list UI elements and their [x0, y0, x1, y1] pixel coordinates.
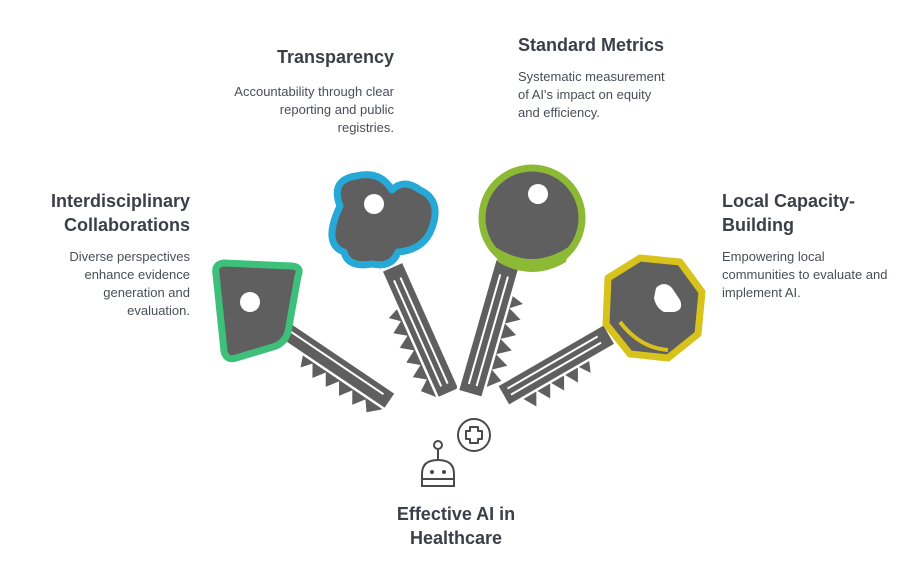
transparency-title: Transparency: [276, 47, 394, 67]
standard-metrics-description: Systematic measurement of AI's impact on…: [518, 69, 665, 120]
medical-cross-icon: [457, 418, 491, 452]
interdisciplinary-description: Diverse perspectives enhance evidence ge…: [69, 249, 190, 318]
local-capacity-description: Empowering local communities to evaluate…: [722, 249, 888, 300]
standard-metrics-title: Standard Metrics: [518, 35, 665, 55]
key-transparency: [328, 171, 462, 401]
transparency-description: Accountability through clear reporting a…: [234, 84, 394, 135]
interdisciplinary-title: Interdisciplinary Collaborations: [50, 191, 190, 235]
key-local-capacity: [494, 254, 706, 410]
local-capacity-title: Local Capacity-Building: [722, 191, 856, 235]
center-title: Effective AI in Healthcare: [396, 504, 516, 548]
robot-icon: [421, 440, 455, 487]
key-standard-metrics: [455, 164, 586, 401]
key-interdisciplinary: [212, 259, 399, 415]
